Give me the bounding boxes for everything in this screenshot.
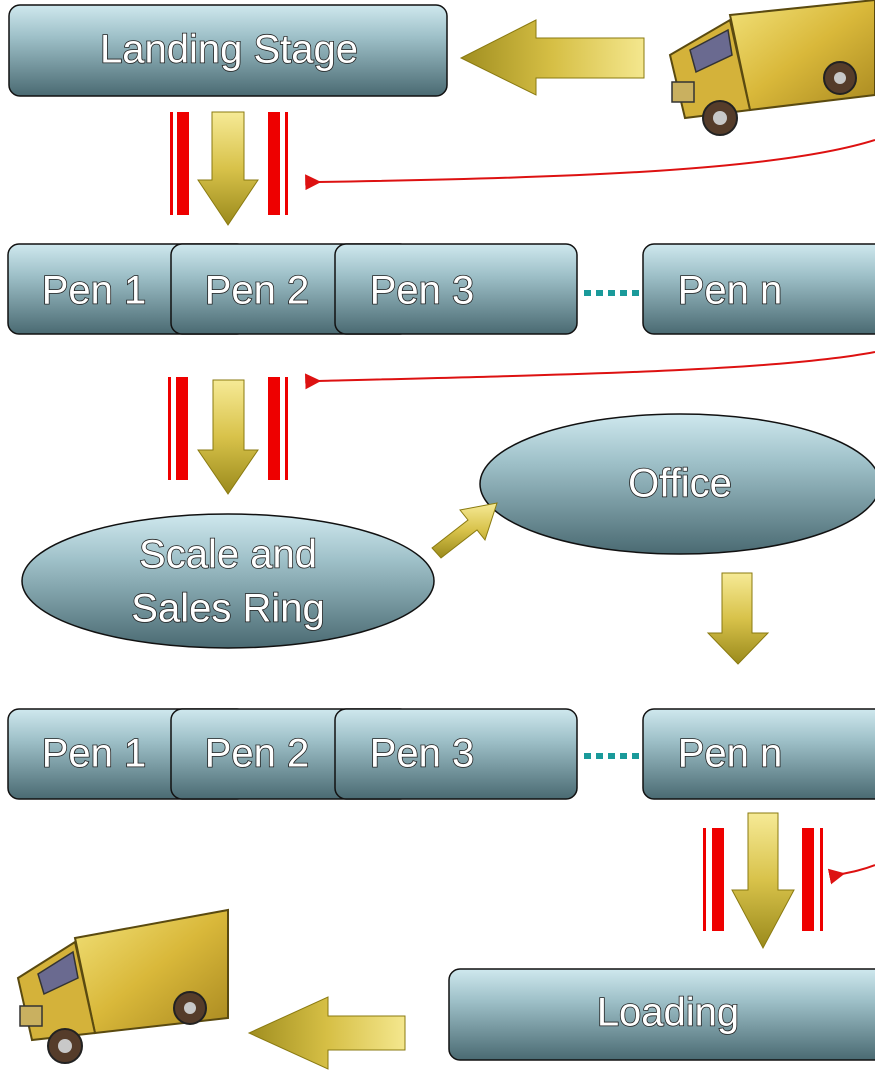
arrow-truck-to-landing — [459, 19, 645, 96]
pen-box: Pen 3 — [334, 708, 578, 800]
pen-box: Pen n — [642, 708, 875, 800]
pen-box: Pen 3 — [334, 243, 578, 335]
loading-label: Loading — [597, 991, 739, 1035]
pen-label: Pen 3 — [370, 269, 475, 313]
gate-1 — [170, 111, 288, 226]
arrow-office-to-pens — [706, 572, 770, 665]
office-label: Office — [628, 462, 732, 506]
office-node: Office — [479, 413, 875, 555]
landing-stage-box: Landing Stage — [8, 4, 448, 97]
pen-row-bottom: Pen 1 Pen 2 Pen 3 Pen n — [7, 708, 875, 800]
scale-sales-ring-label-line1: Scale and — [139, 533, 317, 577]
truck-icon — [16, 908, 229, 1064]
truck-icon — [668, 0, 875, 136]
pen-box: Pen n — [642, 243, 875, 335]
red-connector-2 — [305, 351, 875, 390]
scale-sales-ring-label-line2: Sales Ring — [131, 587, 324, 631]
gate-2 — [168, 377, 288, 495]
landing-stage-label: Landing Stage — [100, 28, 358, 72]
pen-label: Pen n — [678, 732, 783, 776]
pen-label: Pen n — [678, 269, 783, 313]
arrow-ring-to-office — [431, 502, 498, 559]
loading-box: Loading — [448, 968, 875, 1061]
red-connector-1 — [305, 139, 875, 191]
gate-3 — [703, 812, 823, 950]
arrow-loading-to-truck — [247, 996, 406, 1070]
red-connector-3 — [827, 864, 875, 885]
pen-label: Pen 2 — [205, 732, 310, 776]
pen-row-top: Pen 1 Pen 2 Pen 3 Pen n — [7, 243, 875, 335]
pen-label: Pen 1 — [42, 732, 147, 776]
scale-sales-ring-node: Scale and Sales Ring — [21, 513, 435, 649]
pen-label: Pen 1 — [42, 269, 147, 313]
pen-label: Pen 3 — [370, 732, 475, 776]
pen-label: Pen 2 — [205, 269, 310, 313]
